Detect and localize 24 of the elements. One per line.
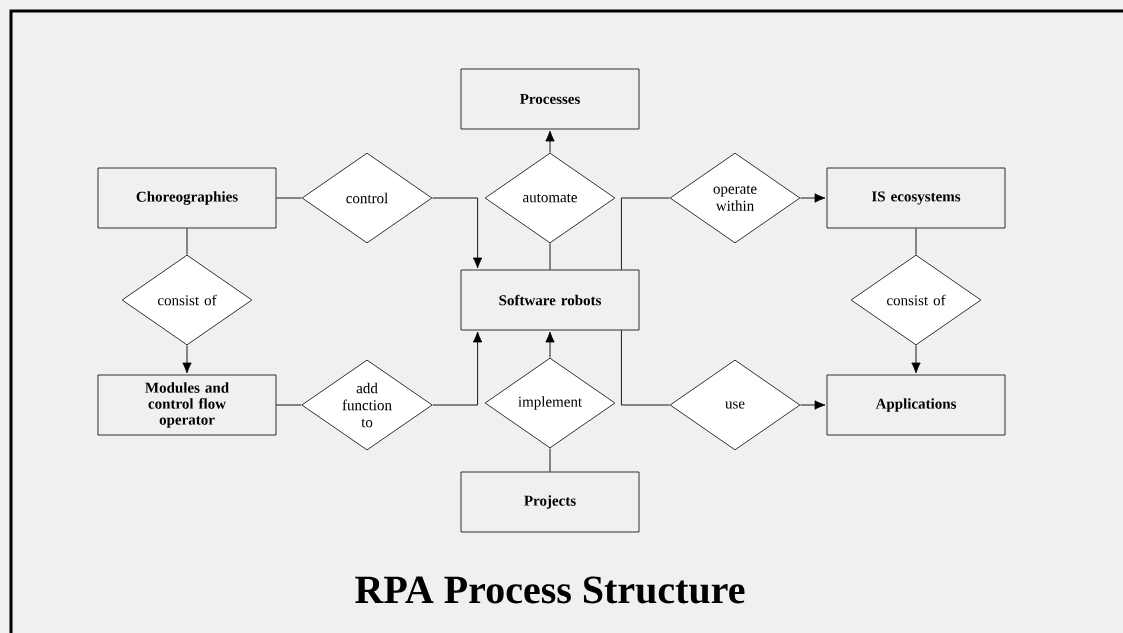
connector	[620, 197, 671, 271]
connector	[545, 331, 555, 359]
connector	[911, 344, 921, 374]
diagram-title: RPA Process Structure	[355, 576, 745, 604]
connector	[275, 404, 302, 406]
connector	[799, 400, 826, 410]
entity-box: Choreographies	[97, 167, 277, 229]
connector	[915, 227, 917, 256]
connector	[275, 197, 303, 199]
entity-box: Applications	[826, 374, 1006, 436]
entity-box: Modules and control flow operator	[97, 374, 277, 436]
entity-box: Software robots	[460, 269, 640, 331]
connector	[620, 329, 671, 406]
connector	[545, 130, 555, 154]
entity-box: Projects	[460, 471, 640, 533]
entity-box: IS ecosystems	[826, 167, 1006, 229]
connector	[431, 197, 483, 269]
connector	[549, 242, 551, 271]
entity-box: Processes	[460, 68, 640, 130]
connector	[799, 193, 826, 203]
connector	[182, 344, 192, 374]
connector	[186, 227, 188, 256]
connector	[432, 331, 483, 406]
connector	[549, 447, 551, 473]
